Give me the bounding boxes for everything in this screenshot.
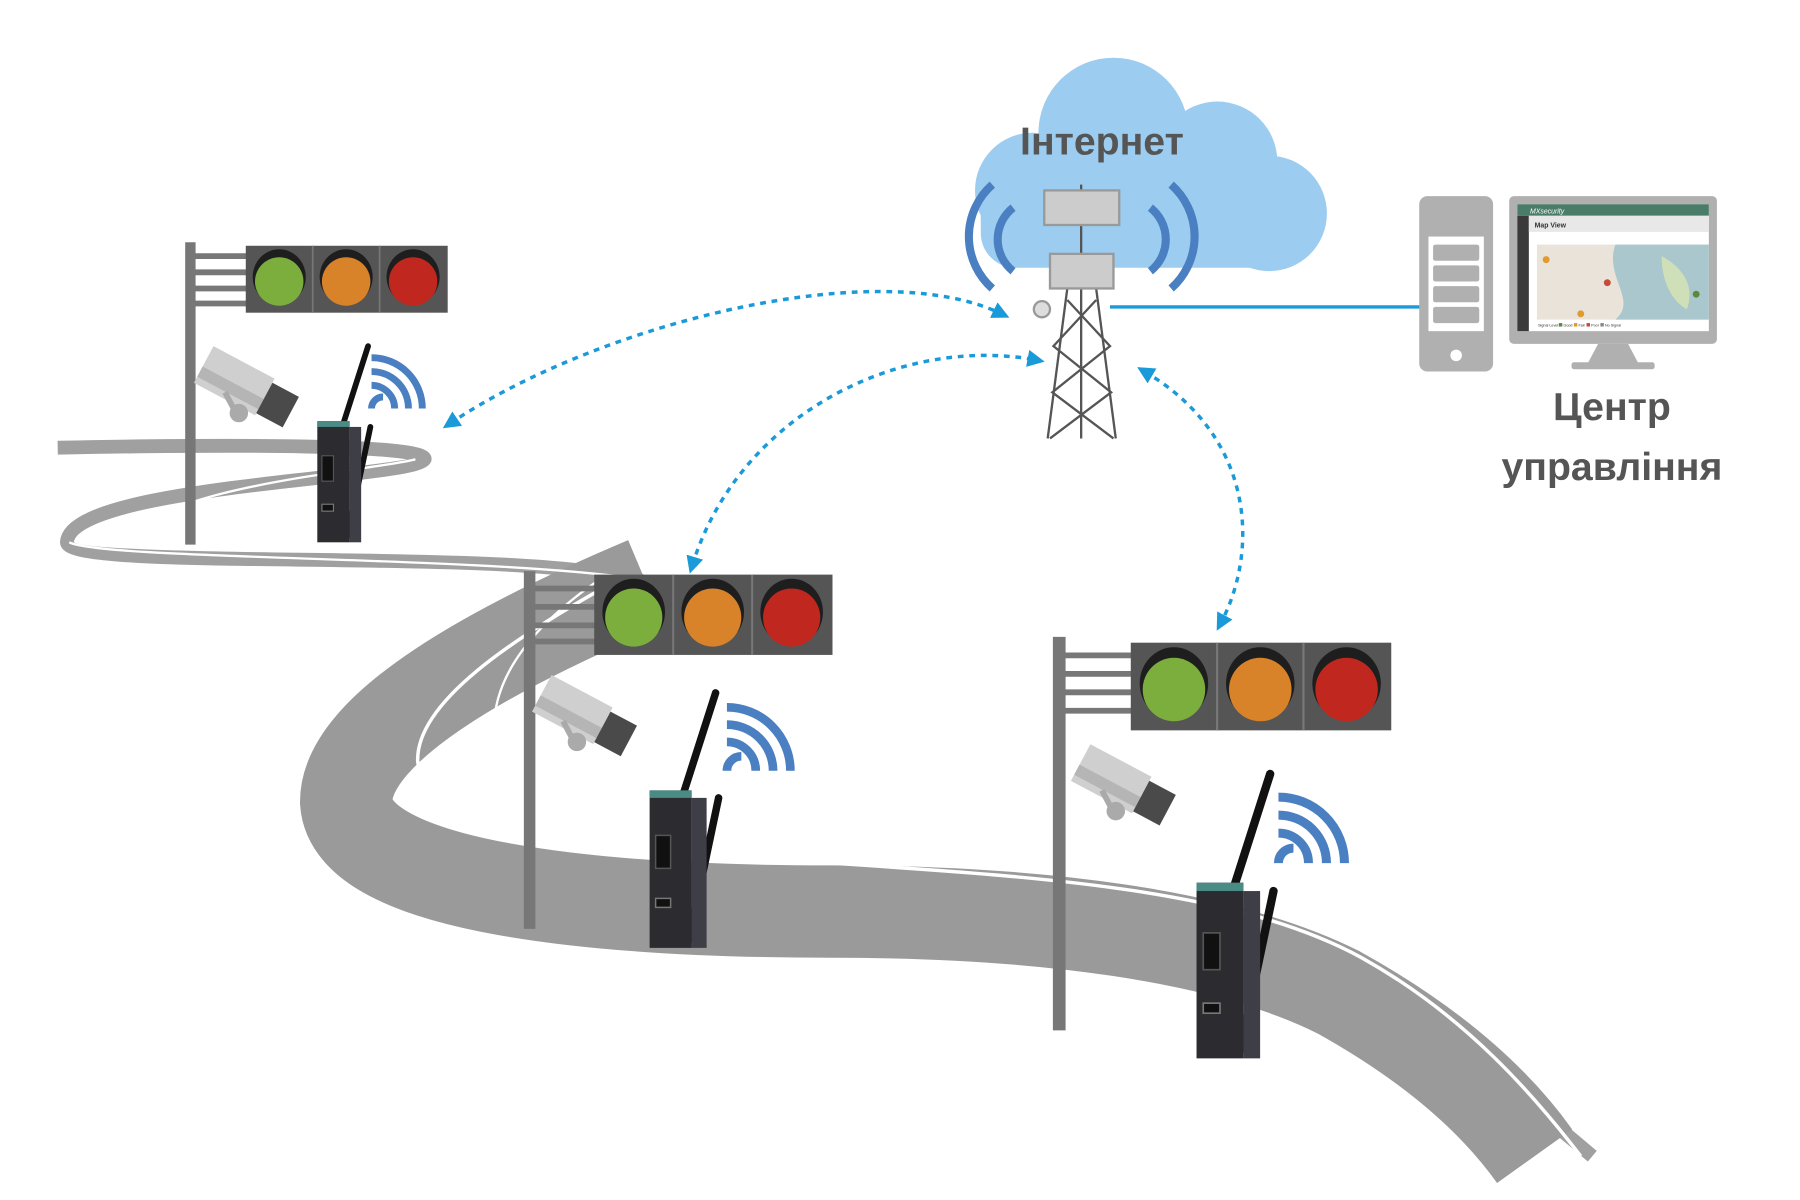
legend-no-signal: No Signal xyxy=(1605,324,1621,328)
internet-label: Інтернет xyxy=(1020,120,1184,164)
intersection-1 xyxy=(185,242,449,544)
link-1 xyxy=(442,289,1010,429)
wifi-icon xyxy=(372,358,423,409)
view-title: Map View xyxy=(1535,222,1567,229)
intersection-3 xyxy=(1052,636,1393,1058)
traffic-light-icon xyxy=(244,244,449,314)
control-center-label-1: Центр xyxy=(1553,385,1671,429)
wireless-links xyxy=(442,289,1245,631)
intersection-2 xyxy=(523,571,834,948)
wifi-icon xyxy=(727,707,790,770)
legend-good: Good xyxy=(1563,324,1572,328)
app-name: MXsecurity xyxy=(1530,208,1565,215)
app-header xyxy=(1517,204,1709,216)
traffic-light-icon xyxy=(593,573,834,656)
road xyxy=(57,438,1597,1184)
camera-icon xyxy=(194,346,301,429)
camera-icon xyxy=(1071,744,1178,827)
link-3 xyxy=(1137,367,1245,631)
cloud xyxy=(975,57,1327,272)
tower-signal-icon xyxy=(964,181,1199,292)
legend-fair: Fair xyxy=(1578,324,1585,328)
camera-icon xyxy=(532,675,639,758)
control-center-label-2: управління xyxy=(1501,445,1722,489)
app-sidebar xyxy=(1517,215,1529,332)
traffic-light-icon xyxy=(1129,641,1393,732)
monitor: MXsecurity Map View Signal Level: Good F… xyxy=(1509,196,1717,370)
cell-tower-icon xyxy=(1032,184,1121,440)
server-icon xyxy=(1419,196,1494,372)
wifi-icon xyxy=(1278,797,1344,863)
legend-label: Signal Level: xyxy=(1538,324,1559,328)
link-2 xyxy=(686,349,1045,574)
legend-poor: Poor xyxy=(1591,324,1600,328)
